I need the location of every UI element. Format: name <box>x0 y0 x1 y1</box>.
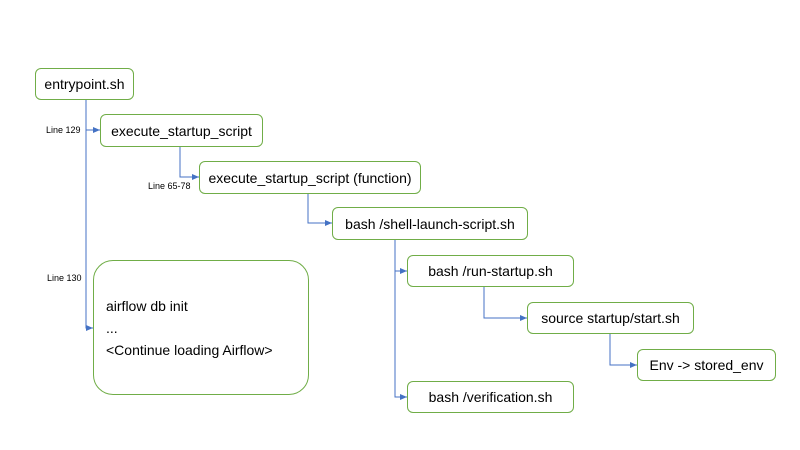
connector-execute-to-function <box>179 147 199 180</box>
node-stored-env-label: Env -> stored_env <box>649 357 764 373</box>
node-stored-env: Env -> stored_env <box>637 349 776 381</box>
node-verification-label: bash /verification.sh <box>428 389 553 405</box>
connector-entrypoint-to-note <box>85 130 93 331</box>
node-shell-launch-script: bash /shell-launch-script.sh <box>332 207 528 240</box>
connector-run-startup-to-source-start <box>483 287 527 321</box>
node-execute-startup-script-label: execute_startup_script <box>111 122 252 139</box>
node-execute-startup-script-function-label: execute_startup_script (function) <box>208 169 412 186</box>
airflow-note-text: airflow db init ... <Continue loading Ai… <box>106 298 273 358</box>
note-line-ellipsis: ... <box>106 319 118 336</box>
note-line-db-init: airflow db init <box>106 297 188 314</box>
connector-shell-launch-to-verification <box>394 271 407 400</box>
edge-label-line-130: Line 130 <box>47 273 82 283</box>
edge-label-line-129: Line 129 <box>46 125 81 135</box>
node-entrypoint-label: entrypoint.sh <box>44 76 125 92</box>
connector-entrypoint-to-execute <box>85 100 100 133</box>
node-execute-startup-script-function: execute_startup_script (function) <box>199 161 421 194</box>
node-execute-startup-script: execute_startup_script <box>100 114 263 147</box>
connector-function-to-shell-launch <box>307 194 332 226</box>
node-source-start: source startup/start.sh <box>527 302 694 334</box>
connector-source-start-to-stored-env <box>609 334 637 368</box>
node-run-startup-label: bash /run-startup.sh <box>428 263 553 279</box>
node-source-start-label: source startup/start.sh <box>541 310 680 326</box>
note-line-continue: <Continue loading Airflow> <box>106 341 273 358</box>
node-run-startup: bash /run-startup.sh <box>407 255 574 287</box>
node-verification: bash /verification.sh <box>407 381 574 413</box>
connector-shell-launch-to-run-startup <box>394 240 407 274</box>
node-entrypoint: entrypoint.sh <box>35 68 134 100</box>
edge-label-line-65-78: Line 65-78 <box>148 181 191 191</box>
node-airflow-note: airflow db init ... <Continue loading Ai… <box>93 260 309 395</box>
node-shell-launch-script-label: bash /shell-launch-script.sh <box>345 215 515 232</box>
